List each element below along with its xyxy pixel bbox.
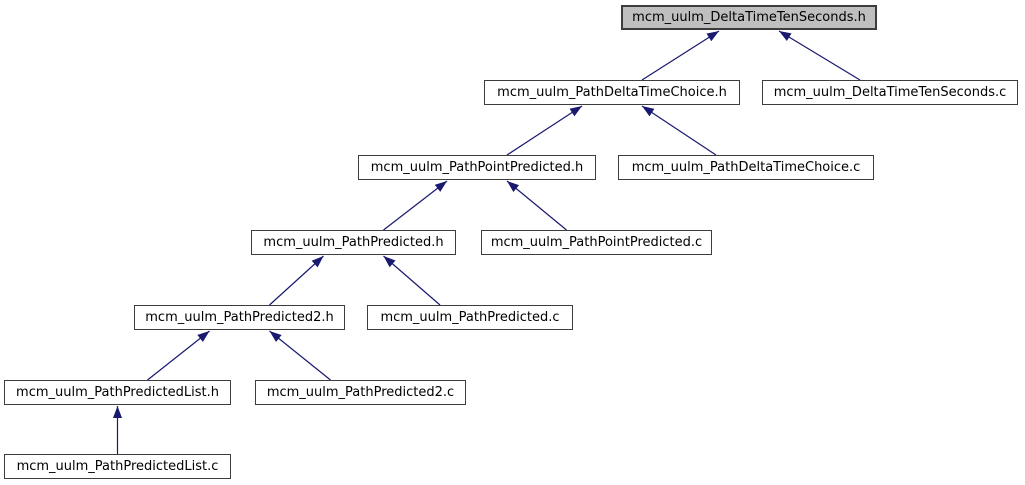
graph-node-PathPredicted-h[interactable]: mcm_uulm_PathPredicted.h bbox=[251, 230, 456, 255]
dependency-edge bbox=[269, 255, 324, 306]
graph-node-DeltaTimeTenSeconds-c[interactable]: mcm_uulm_DeltaTimeTenSeconds.c bbox=[762, 80, 1018, 105]
graph-node-DeltaTimeTenSeconds-h: mcm_uulm_DeltaTimeTenSeconds.h bbox=[621, 5, 877, 30]
dependency-edge bbox=[383, 180, 448, 231]
graph-node-PathPointPredicted-c[interactable]: mcm_uulm_PathPointPredicted.c bbox=[481, 230, 712, 255]
graph-node-PathPointPredicted-h[interactable]: mcm_uulm_PathPointPredicted.h bbox=[358, 155, 596, 180]
graph-node-PathDeltaTimeChoice-h[interactable]: mcm_uulm_PathDeltaTimeChoice.h bbox=[484, 80, 740, 105]
dependency-edge bbox=[506, 105, 583, 156]
graph-node-PathPredicted2-c[interactable]: mcm_uulm_PathPredicted2.c bbox=[255, 380, 466, 405]
dependency-edge bbox=[641, 105, 717, 156]
graph-node-PathPredictedList-c[interactable]: mcm_uulm_PathPredictedList.c bbox=[4, 454, 231, 479]
graph-node-PathPredictedList-h[interactable]: mcm_uulm_PathPredictedList.h bbox=[4, 380, 231, 405]
graph-node-PathDeltaTimeChoice-c[interactable]: mcm_uulm_PathDeltaTimeChoice.c bbox=[618, 155, 874, 180]
dependency-edge bbox=[269, 330, 331, 381]
dependency-edge bbox=[506, 180, 567, 231]
dependency-edge bbox=[778, 30, 861, 81]
graph-node-PathPredicted2-h[interactable]: mcm_uulm_PathPredicted2.h bbox=[134, 305, 345, 330]
dependency-edge bbox=[383, 255, 441, 306]
dependency-edge bbox=[641, 30, 720, 81]
graph-node-PathPredicted-c[interactable]: mcm_uulm_PathPredicted.c bbox=[367, 305, 573, 330]
dependency-edge bbox=[147, 330, 210, 381]
